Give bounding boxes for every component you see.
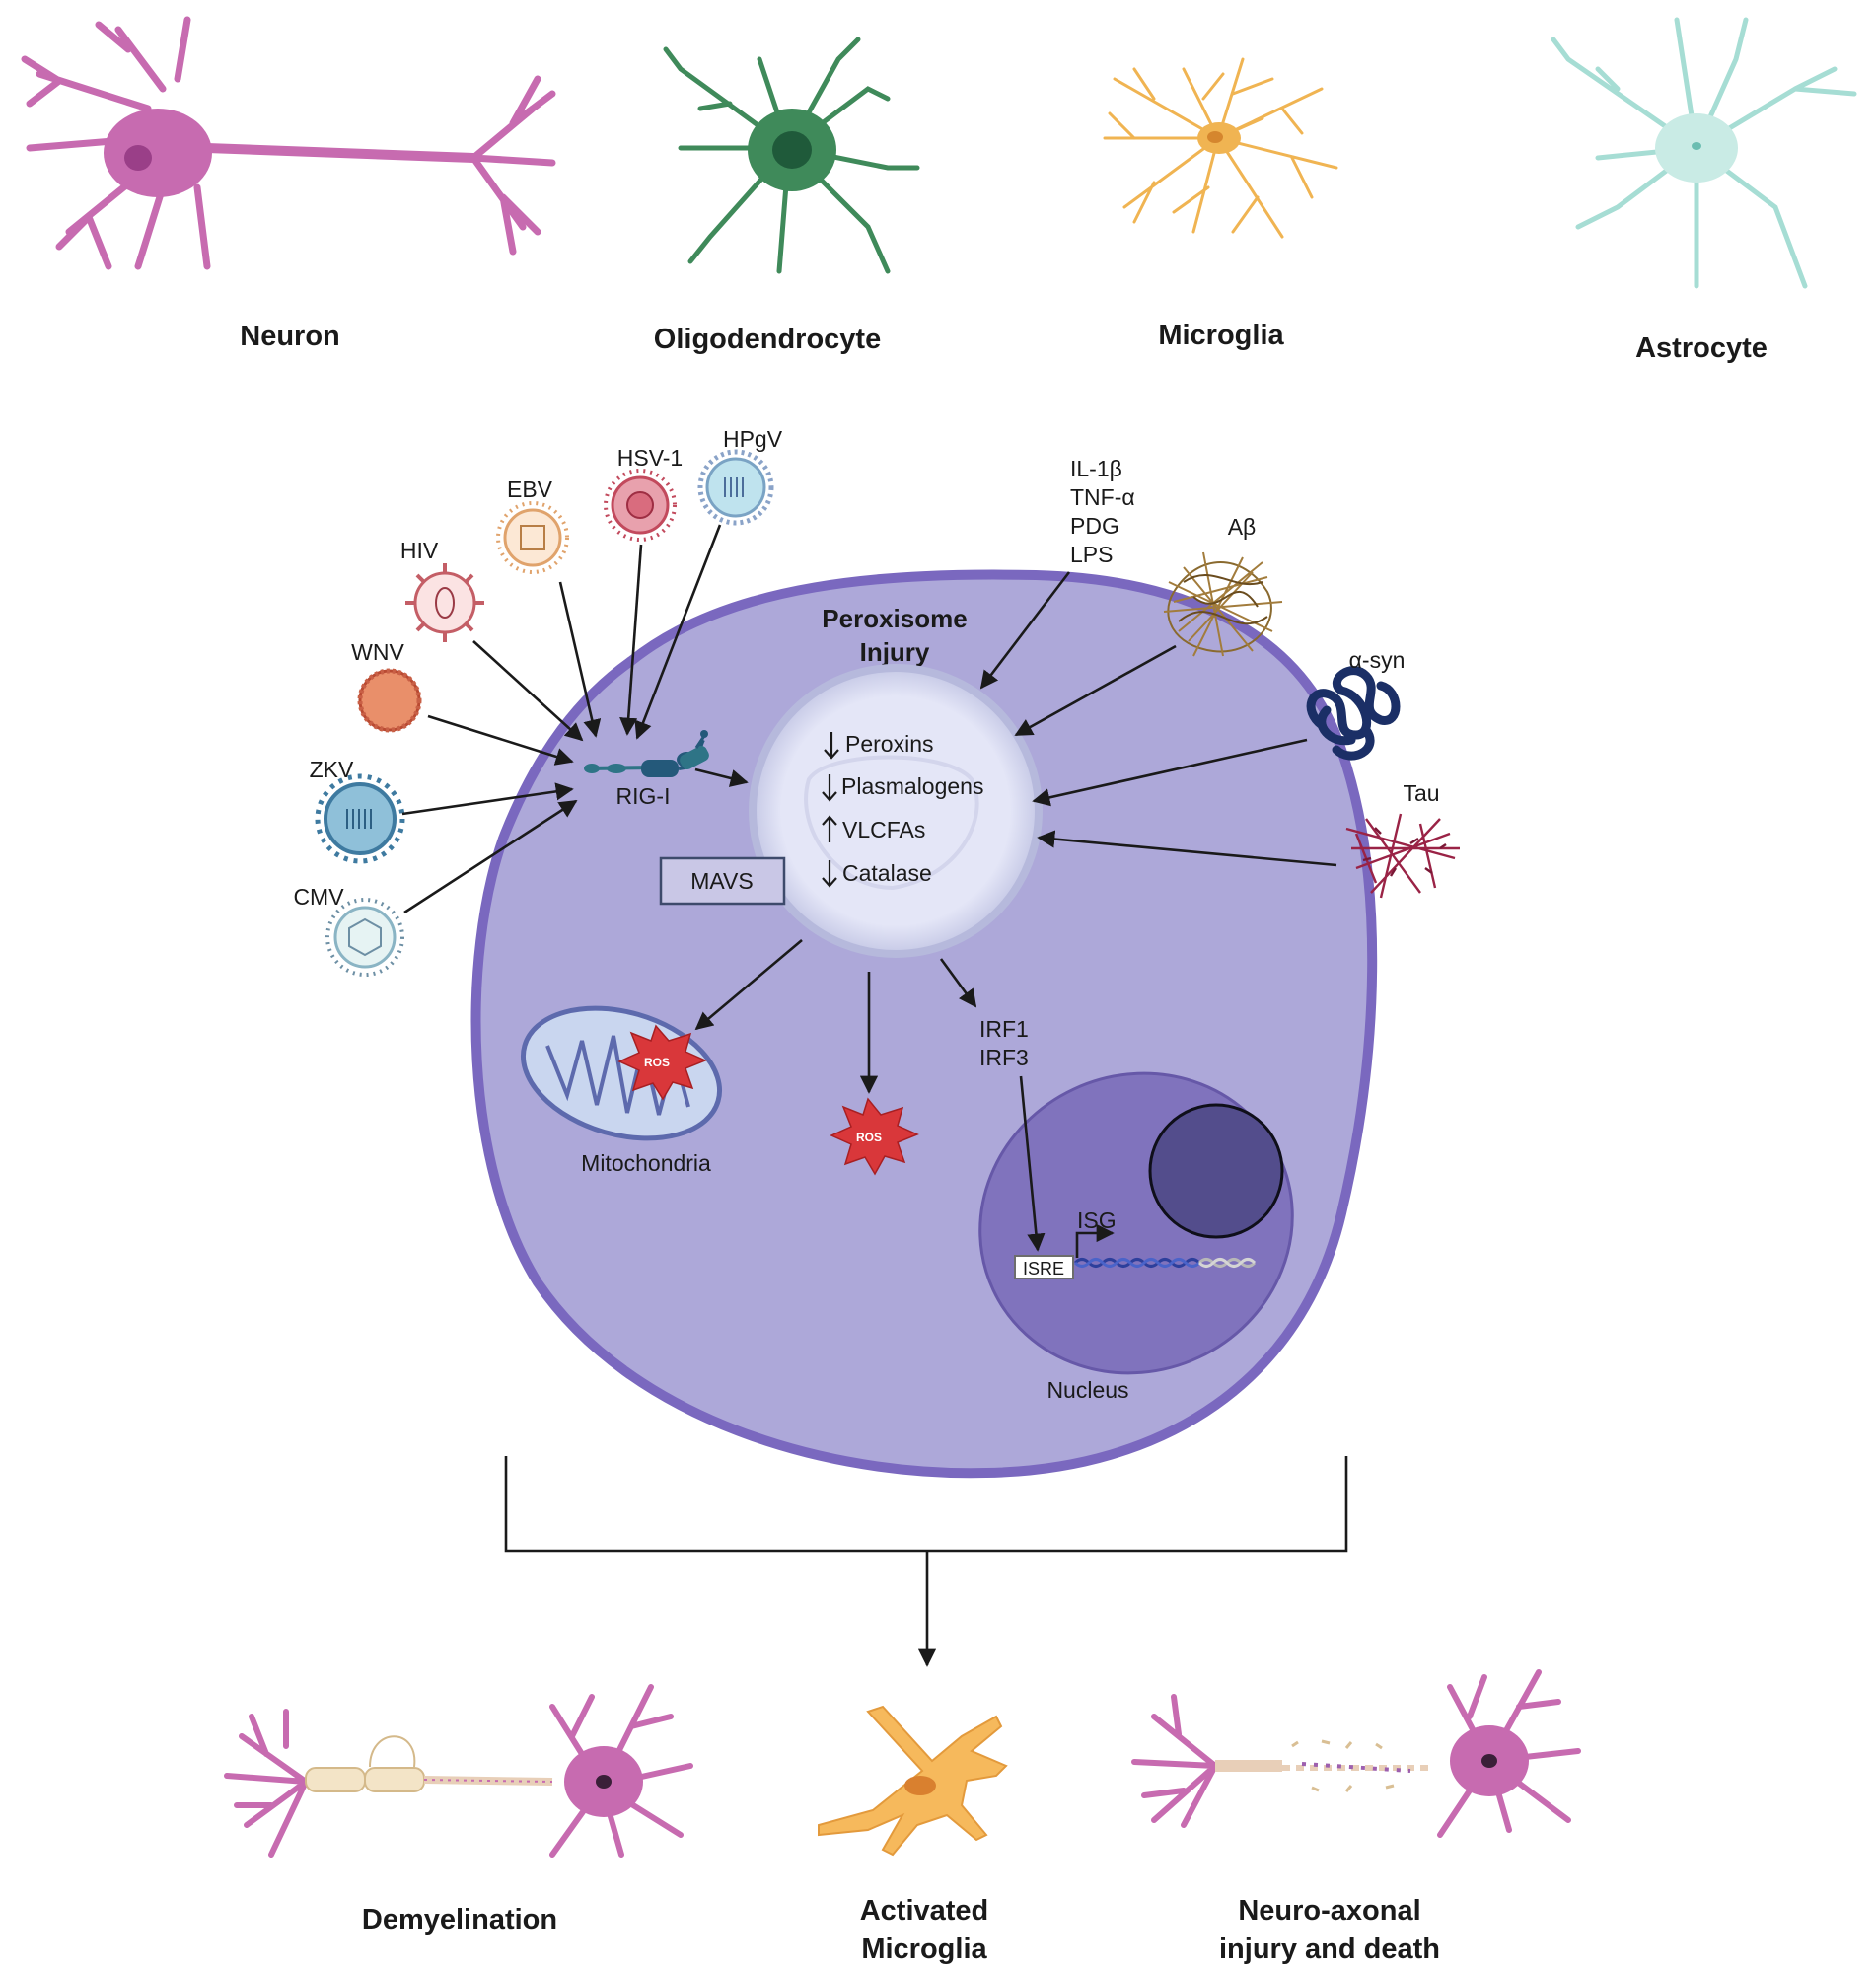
nucleolus — [1148, 1103, 1284, 1239]
neuron-illustration — [21, 16, 556, 270]
isg-label: ISG — [1077, 1207, 1117, 1233]
ros-burst-mito: ROS — [617, 1024, 707, 1101]
neuro-axonal-injury-label-1: Neuro-axonal — [1238, 1895, 1420, 1927]
ebv-label: EBV — [507, 476, 553, 502]
virus-hiv — [405, 563, 484, 642]
injured-neuron-illustration — [1131, 1669, 1581, 1838]
up-arrow-icon — [822, 815, 837, 842]
wnv-label: WNV — [351, 639, 404, 665]
ros-label-cytoplasm: ROS — [856, 1131, 882, 1144]
asyn-label: α-syn — [1349, 647, 1406, 673]
down-arrow-icon — [822, 774, 837, 802]
virus-zkv — [315, 773, 405, 864]
isre-label: ISRE — [1023, 1259, 1064, 1279]
demyelinated-neuron-illustration — [224, 1684, 693, 1858]
ros-label-mito: ROS — [644, 1056, 670, 1069]
hsv1-label: HSV-1 — [617, 445, 683, 471]
microglia-label: Microglia — [1158, 320, 1284, 351]
activated-microglia-illustration — [818, 1705, 1008, 1857]
cmv-label: CMV — [293, 884, 344, 910]
demyelination-label: Demyelination — [362, 1904, 557, 1936]
astrocyte-illustration — [1551, 17, 1857, 289]
nucleus-label: Nucleus — [1046, 1377, 1128, 1403]
mavs-label: MAVS — [690, 868, 753, 894]
zkv-label: ZKV — [310, 757, 354, 782]
mavs-box — [659, 856, 786, 906]
irf1-label: IRF1 — [979, 1016, 1029, 1042]
peroxisome-item-catalase: Catalase — [822, 860, 932, 888]
peroxins-label: Peroxins — [845, 731, 933, 757]
rig-i-protein — [584, 730, 709, 777]
asyn-aggregate — [1306, 666, 1401, 761]
isg-promoter-arrow — [1075, 1223, 1115, 1258]
cytokine-il1b-label: IL-1β — [1070, 456, 1122, 481]
vlcfas-label: VLCFAs — [842, 817, 925, 842]
abeta-label: Aβ — [1228, 514, 1257, 540]
ros-burst-cytoplasm: ROS — [830, 1097, 919, 1176]
virus-hpgv — [697, 449, 774, 526]
astrocyte-label: Astrocyte — [1635, 332, 1768, 364]
oligodendrocyte-illustration — [663, 37, 920, 274]
virus-cmv — [325, 898, 404, 977]
catalase-label: Catalase — [842, 860, 932, 886]
down-arrow-icon — [822, 860, 837, 888]
irf3-label: IRF3 — [979, 1045, 1029, 1070]
neuro-axonal-injury-label-2: injury and death — [1219, 1934, 1440, 1965]
virus-ebv — [496, 501, 569, 574]
microglia-illustration — [1103, 57, 1338, 239]
oligodendrocyte-label: Oligodendrocyte — [654, 324, 881, 355]
outcome-bracket — [504, 1456, 1348, 1667]
mitochondria-label: Mitochondria — [581, 1150, 711, 1176]
activated-microglia-label-2: Microglia — [861, 1934, 987, 1965]
hpgv-label: HPgV — [723, 426, 783, 452]
peroxisome-injury-title-1: Peroxisome — [822, 604, 967, 633]
cytokine-pdg-label: PDG — [1070, 513, 1119, 539]
dna-strand — [1073, 1258, 1257, 1268]
tau-aggregate — [1345, 813, 1460, 899]
arrows — [401, 524, 1337, 1252]
plasmalogens-label: Plasmalogens — [841, 773, 983, 799]
neuron-label: Neuron — [240, 321, 340, 352]
rig-i-label: RIG-I — [616, 783, 671, 809]
peroxisome-item-peroxins: Peroxins — [824, 731, 933, 760]
peroxisome-item-vlcfas: VLCFAs — [822, 815, 925, 842]
activated-microglia-label-1: Activated — [860, 1895, 989, 1927]
cytokine-tnfa-label: TNF-α — [1070, 484, 1135, 510]
peroxisome-injury-title-2: Injury — [860, 637, 930, 667]
cytokine-lps-label: LPS — [1070, 542, 1113, 567]
down-arrow-icon — [824, 732, 839, 760]
tau-label: Tau — [1403, 780, 1439, 806]
hiv-label: HIV — [400, 538, 439, 563]
abeta-aggregate — [1163, 551, 1283, 657]
virus-wnv — [357, 668, 422, 733]
peroxisome-organelle — [749, 664, 1043, 958]
virus-hsv1 — [604, 469, 677, 542]
isre-box — [1014, 1255, 1074, 1279]
peroxisome-item-plasmalogens: Plasmalogens — [822, 773, 983, 802]
